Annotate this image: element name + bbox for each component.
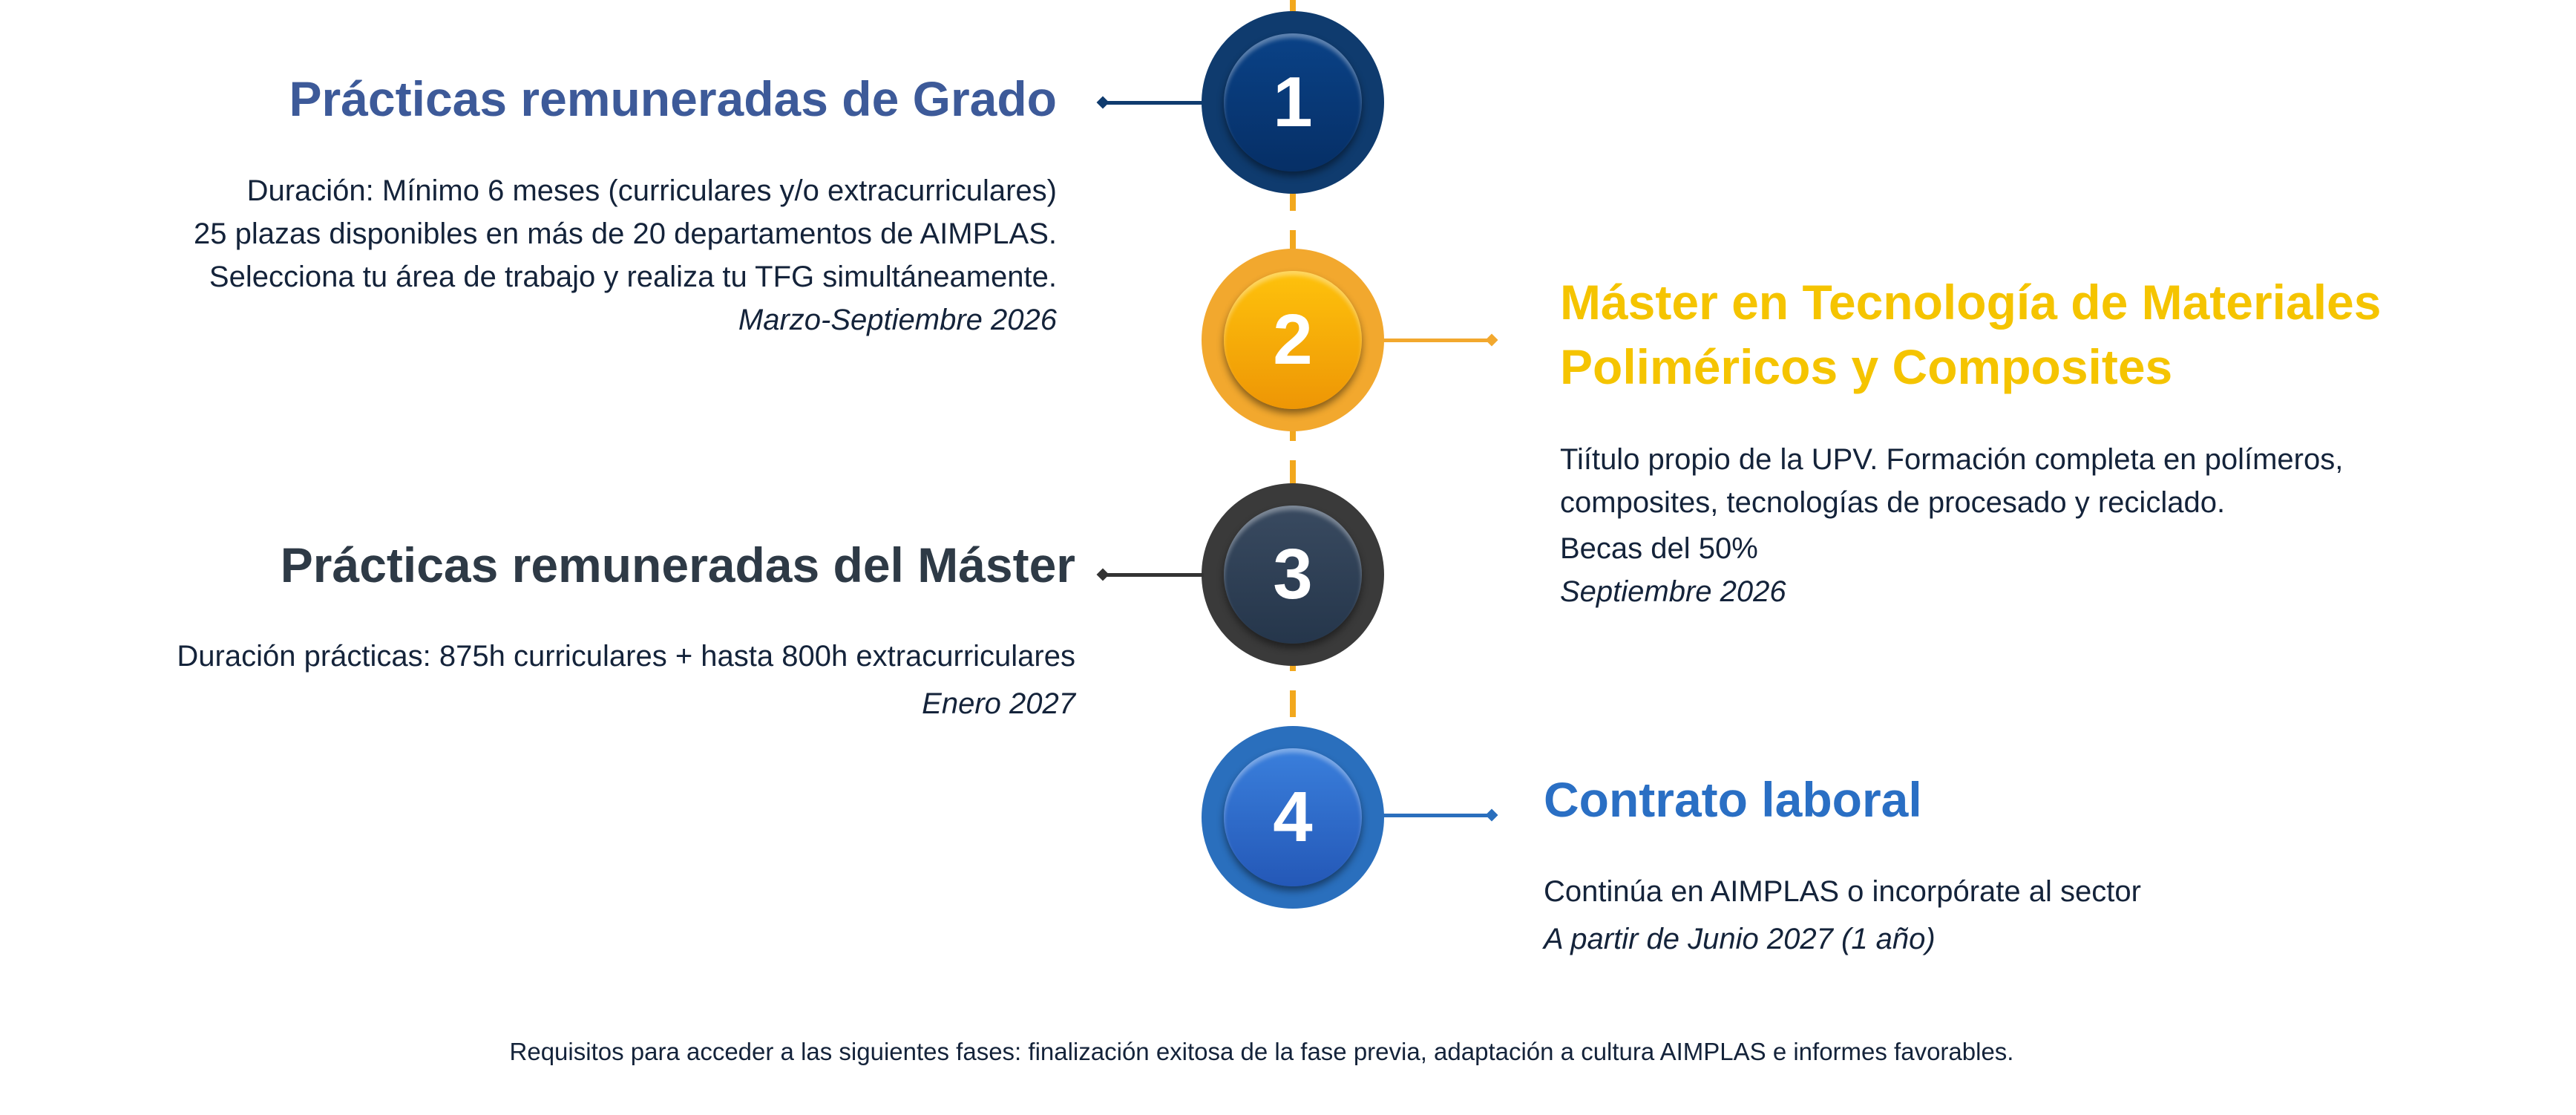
step-3-title: Prácticas remuneradas del Máster [280, 537, 1075, 592]
step-4-line: Continúa en AIMPLAS o incorpórate al sec… [1544, 875, 2141, 908]
step-1-description: Duración: Mínimo 6 meses (curriculares y… [194, 169, 1057, 341]
step-1-title: Prácticas remuneradas de Grado [289, 71, 1057, 126]
step-2-title: Máster en Tecnología de Materiales Polim… [1560, 270, 2381, 399]
step-4-description: Continúa en AIMPLAS o incorpórate al sec… [1544, 870, 2141, 961]
step-4-badge: 4 [1202, 726, 1384, 909]
step-4-number: 4 [1224, 748, 1362, 886]
step-4-connector [1382, 814, 1492, 817]
step-2-number: 2 [1224, 271, 1362, 409]
step-3-description: Duración prácticas: 875h curriculares + … [177, 635, 1075, 725]
step-1-number: 1 [1224, 33, 1362, 171]
step-2-badge: 2 [1202, 249, 1384, 431]
step-4-date: A partir de Junio 2027 (1 año) [1544, 923, 1936, 955]
step-2-title-line: Máster en Tecnología de Materiales [1560, 275, 2382, 330]
step-1-line: Duración: Mínimo 6 meses (curriculares y… [246, 174, 1057, 207]
step-1-connector [1103, 101, 1204, 105]
step-2-line: Tiítulo propio de la UPV. Formación comp… [1560, 443, 2344, 476]
step-4-title: Contrato laboral [1544, 772, 1922, 827]
step-3-date: Enero 2027 [922, 687, 1075, 720]
step-1-badge: 1 [1202, 11, 1384, 194]
step-1-line: 25 plazas disponibles en más de 20 depar… [194, 218, 1057, 250]
step-2-date: Septiembre 2026 [1560, 575, 1786, 608]
step-3-number: 3 [1224, 506, 1362, 644]
requirements-footnote: Requisitos para acceder a las siguientes… [509, 1038, 2014, 1065]
step-2-title-line: Poliméricos y Composites [1560, 339, 2173, 394]
step-3-badge: 3 [1202, 483, 1384, 666]
step-2-description: Tiítulo propio de la UPV. Formación comp… [1560, 438, 2343, 613]
step-3-line: Duración prácticas: 875h curriculares + … [177, 640, 1075, 673]
step-2-connector [1382, 339, 1492, 342]
step-1-date: Marzo-Septiembre 2026 [738, 304, 1057, 336]
step-3-connector [1103, 573, 1204, 577]
step-1-line: Selecciona tu área de trabajo y realiza … [209, 261, 1057, 293]
step-2-line: composites, tecnologías de procesado y r… [1560, 486, 2226, 519]
step-2-line: Becas del 50% [1560, 532, 1758, 565]
